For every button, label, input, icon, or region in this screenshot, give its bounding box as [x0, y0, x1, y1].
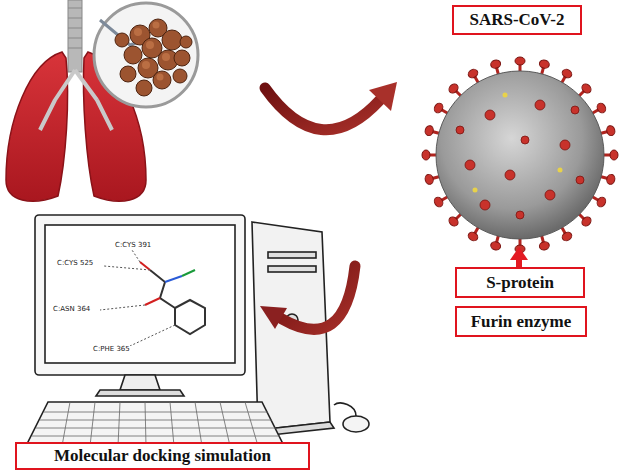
box-label: S-protein: [486, 273, 554, 293]
box-label: SARS-CoV-2: [469, 10, 564, 30]
residue-label: C:ASN 364: [52, 306, 91, 314]
virus: [422, 57, 618, 253]
label-box: Furin enzyme: [455, 306, 587, 337]
flow-arrow: [260, 266, 355, 329]
box-label: Furin enzyme: [471, 312, 572, 332]
residue-label: C:CYS 525: [56, 260, 94, 268]
label-box: SARS-CoV-2: [452, 5, 582, 35]
label-box: Molecular docking simulation: [15, 442, 310, 470]
residue-label: C:CYS 391: [114, 242, 152, 250]
label-box: S-protein: [455, 267, 585, 298]
molecule: [100, 250, 205, 346]
residue-label: C:PHE 365: [92, 346, 131, 354]
flow-arrow: [265, 82, 397, 130]
computer: [26, 215, 369, 446]
box-label: Molecular docking simulation: [54, 446, 271, 466]
alveoli-zoom: [94, 3, 198, 107]
up-arrow: [510, 247, 528, 267]
